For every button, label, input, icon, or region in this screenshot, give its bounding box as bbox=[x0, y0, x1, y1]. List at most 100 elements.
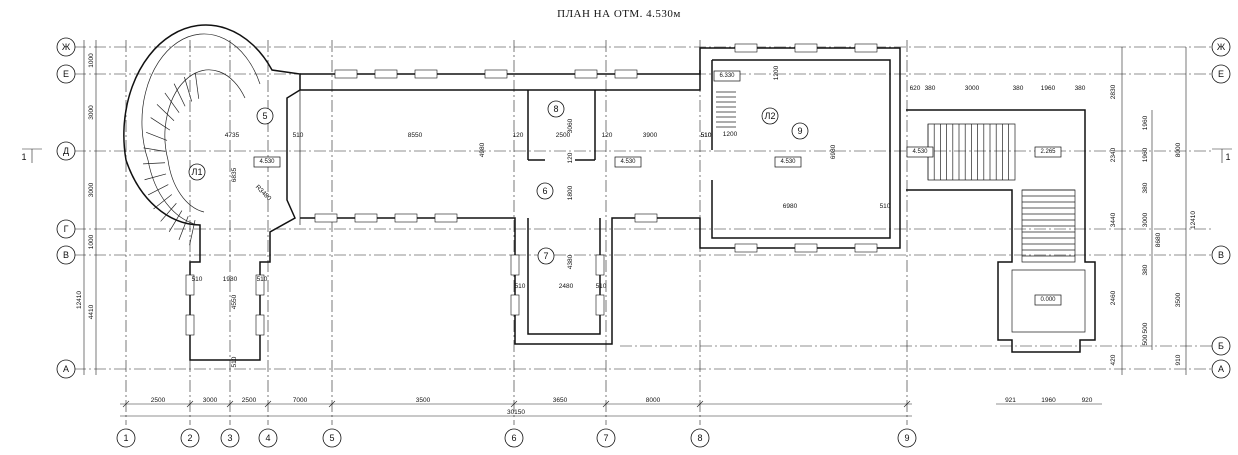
level-value-4: 6.330 bbox=[719, 73, 735, 79]
dim-right-6: 8000 bbox=[1175, 142, 1182, 157]
axis-bubble-8 bbox=[690, 428, 710, 448]
level-value-6: 0.000 bbox=[1040, 297, 1056, 303]
dim-right-9: 12410 bbox=[1190, 211, 1197, 229]
axis-label-left-Г: Г bbox=[64, 224, 69, 234]
dim-left-3: 1000 bbox=[88, 234, 95, 249]
dim-inner-7: 120 bbox=[602, 132, 613, 139]
room-bubble-6 bbox=[536, 182, 554, 200]
dim-right-5: 910 bbox=[1175, 354, 1182, 365]
axis-label-5: 5 bbox=[329, 433, 334, 443]
room-label-Л2: Л2 bbox=[765, 111, 776, 121]
axis-bubble-left-В bbox=[56, 245, 76, 265]
dim-right-16: 500 bbox=[1142, 334, 1149, 345]
axis-label-left-Е: Е bbox=[63, 69, 69, 79]
level-tag-6 bbox=[1034, 294, 1062, 306]
dim-inner-3: 3900 bbox=[643, 132, 658, 139]
room-bubble-Л2 bbox=[761, 107, 779, 125]
dim-inner-14: 510 bbox=[515, 283, 526, 290]
windows bbox=[185, 43, 878, 336]
room-9-walls bbox=[711, 59, 891, 239]
dim-bottom-5: 3650 bbox=[553, 397, 568, 404]
dim-right-12: 1960 bbox=[1142, 115, 1149, 130]
axis-label-2: 2 bbox=[187, 433, 192, 443]
level-value-2: 4.530 bbox=[780, 159, 796, 165]
dim-inner-1: 8550 bbox=[408, 132, 423, 139]
dim-inner-6: 120 bbox=[513, 132, 524, 139]
axis-bubble-1 bbox=[116, 428, 136, 448]
dim-bottom-1: 3000 bbox=[203, 397, 218, 404]
level-tag-0 bbox=[253, 156, 281, 168]
axis-label-9: 9 bbox=[904, 433, 909, 443]
level-tag-5 bbox=[1034, 146, 1062, 158]
dim-bottom-3: 7000 bbox=[293, 397, 308, 404]
dim-left-4: 4410 bbox=[88, 304, 95, 319]
axis-label-7: 7 bbox=[603, 433, 608, 443]
axis-label-left-В: В bbox=[63, 250, 69, 260]
right-stair-block bbox=[906, 109, 1096, 353]
dim-right-bottom-2: 920 bbox=[1082, 397, 1093, 404]
section-mark-1: 1 bbox=[21, 152, 26, 162]
dim-right-14: 380 bbox=[1142, 264, 1149, 275]
dim-inner-12: 510 bbox=[231, 356, 238, 367]
room-label-Л1: Л1 bbox=[192, 167, 203, 177]
level-value-5: 2.265 bbox=[1040, 149, 1056, 155]
dim-right-13: 380 bbox=[1142, 182, 1149, 193]
axis-label-right-Б: Б bbox=[1218, 341, 1224, 351]
dim-inner-11: 4550 bbox=[231, 294, 238, 309]
axis-bubble-2 bbox=[180, 428, 200, 448]
level-value-3: 4.530 bbox=[912, 149, 928, 155]
dim-right-1: 2340 bbox=[1110, 147, 1117, 162]
dim-inner-21: 120 bbox=[567, 152, 574, 163]
level-tag-1 bbox=[614, 156, 642, 168]
axis-bubble-right-А bbox=[1211, 359, 1231, 379]
room-bubble-Л1 bbox=[188, 163, 206, 181]
axis-bubble-left-Д bbox=[56, 141, 76, 161]
axis-label-left-Ж: Ж bbox=[62, 42, 71, 52]
dim-bottom-4: 3500 bbox=[416, 397, 431, 404]
axis-label-8: 8 bbox=[697, 433, 702, 443]
dim-inner-4: 510 bbox=[293, 132, 304, 139]
axis-bubble-right-В bbox=[1211, 245, 1231, 265]
room-label-9: 9 bbox=[797, 126, 802, 136]
dim-inner-18: 4980 bbox=[479, 142, 486, 157]
axis-bubble-right-Е bbox=[1211, 64, 1231, 84]
room-label-5: 5 bbox=[262, 111, 267, 121]
dim-inner-19: 1800 bbox=[567, 185, 574, 200]
dim-inner-9: 510 bbox=[192, 276, 203, 283]
dim-inner-30: 380 bbox=[925, 85, 936, 92]
dim-right-0: 2830 bbox=[1110, 84, 1117, 99]
dim-left-0: 1000 bbox=[88, 53, 95, 68]
dim-inner-28: 510 bbox=[701, 132, 712, 139]
dim-inner-27: 1200 bbox=[723, 131, 738, 138]
dim-inner-10: 510 bbox=[257, 276, 268, 283]
room-8-walls bbox=[527, 90, 596, 161]
dim-right-bottom-1: 1960 bbox=[1041, 397, 1056, 404]
plan-title: ПЛАН НА ОТМ. 4.530м bbox=[557, 8, 681, 20]
level-tag-4 bbox=[713, 70, 741, 82]
axis-label-3: 3 bbox=[227, 433, 232, 443]
room-label-8: 8 bbox=[553, 104, 558, 114]
axis-bubble-left-Ж bbox=[56, 37, 76, 57]
dim-inner-25: 510 bbox=[880, 203, 891, 210]
dim-inner-13: 2480 bbox=[559, 283, 574, 290]
dim-inner-0: 4735 bbox=[225, 132, 240, 139]
room-bubble-5 bbox=[256, 107, 274, 125]
dim-inner-5: 510 bbox=[701, 132, 712, 139]
dim-right-15: 500 bbox=[1142, 322, 1149, 333]
axis-bubble-left-Е bbox=[56, 64, 76, 84]
dim-inner-23: 6980 bbox=[830, 144, 837, 159]
dim-bottom-0: 2500 bbox=[151, 397, 166, 404]
room-bubble-7 bbox=[537, 247, 555, 265]
dim-left-2: 3000 bbox=[88, 182, 95, 197]
room-7-walls bbox=[527, 218, 601, 335]
dim-inner-17: 6835 bbox=[231, 167, 238, 182]
axis-bubble-6 bbox=[504, 428, 524, 448]
axis-bubble-right-Ж bbox=[1211, 37, 1231, 57]
axis-bubble-5 bbox=[322, 428, 342, 448]
axis-label-left-А: А bbox=[63, 364, 69, 374]
level-tag-2 bbox=[774, 156, 802, 168]
axis-bubble-9 bbox=[897, 428, 917, 448]
axis-bubble-3 bbox=[220, 428, 240, 448]
